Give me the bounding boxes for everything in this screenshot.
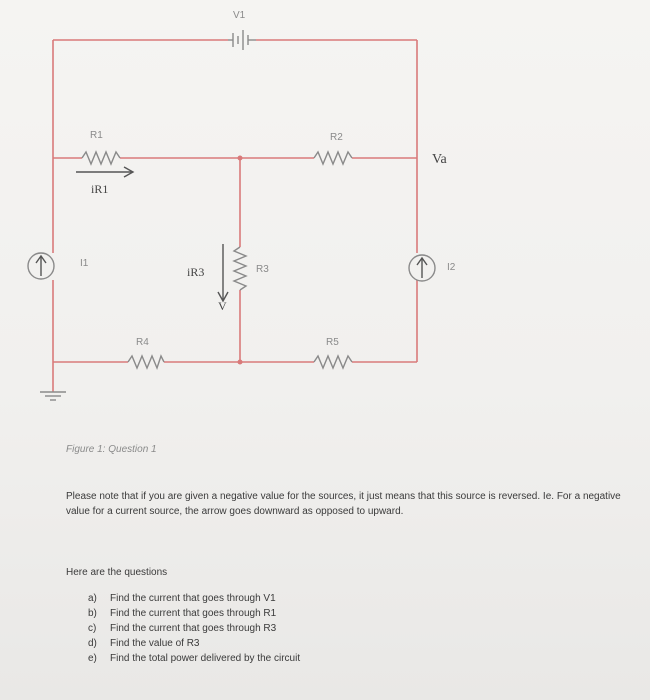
question-letter: b) — [88, 608, 97, 619]
v1-battery-symbol — [228, 30, 256, 50]
i1-label: I1 — [80, 258, 89, 269]
note-paragraph: Please note that if you are given a nega… — [66, 491, 621, 517]
question-text: Find the total power delivered by the ci… — [110, 653, 301, 664]
question-text: Find the current that goes through V1 — [110, 593, 276, 604]
r1-resistor-symbol — [81, 150, 121, 166]
question-text: Find the value of R3 — [110, 638, 200, 649]
v1-label: V1 — [233, 10, 246, 21]
question-text: Find the current that goes through R3 — [110, 623, 277, 634]
list-item: c) Find the current that goes through R3 — [88, 621, 300, 636]
question-letter: d) — [88, 638, 97, 649]
ir1-current-arrow — [76, 166, 135, 178]
r3-label: R3 — [256, 264, 269, 275]
list-item: d) Find the value of R3 — [88, 636, 300, 651]
list-item: b) Find the current that goes through R1 — [88, 606, 300, 621]
ir1-label: iR1 — [91, 182, 108, 196]
question-list: a)Find the current that goes through V1 … — [88, 591, 300, 666]
list-item: a) Find the current that goes through V1 — [88, 591, 300, 606]
question-text: Find the current that goes through R1 — [110, 608, 277, 619]
va-label: Va — [432, 152, 448, 167]
i2-label: I2 — [447, 262, 456, 273]
ir3-label: iR3 — [187, 265, 204, 279]
question-letter: e) — [88, 653, 97, 664]
r5-resistor-symbol — [313, 354, 353, 370]
r2-label: R2 — [330, 132, 343, 143]
r5-label: R5 — [326, 337, 339, 348]
list-item: e) Find the total power delivered by the … — [88, 651, 300, 666]
i1-current-source-symbol — [27, 252, 55, 280]
v-label: V — [218, 299, 227, 313]
question-letter: c) — [88, 623, 97, 634]
r2-resistor-symbol — [313, 150, 353, 166]
circuit-diagram: V1 R1 iR1 R2 Va R3 — [27, 10, 456, 401]
figure-caption: Figure 1: Question 1 — [66, 444, 157, 455]
r4-label: R4 — [136, 337, 149, 348]
ground-icon — [40, 391, 66, 401]
r1-label: R1 — [90, 130, 103, 141]
node-center-top — [237, 155, 243, 161]
i2-current-source-symbol — [408, 254, 436, 282]
r3-resistor-symbol — [232, 246, 248, 291]
question-letter: a) — [88, 593, 97, 604]
questions-heading: Here are the questions — [66, 567, 168, 578]
ir3-current-arrow — [217, 244, 229, 303]
r4-resistor-symbol — [127, 354, 165, 370]
